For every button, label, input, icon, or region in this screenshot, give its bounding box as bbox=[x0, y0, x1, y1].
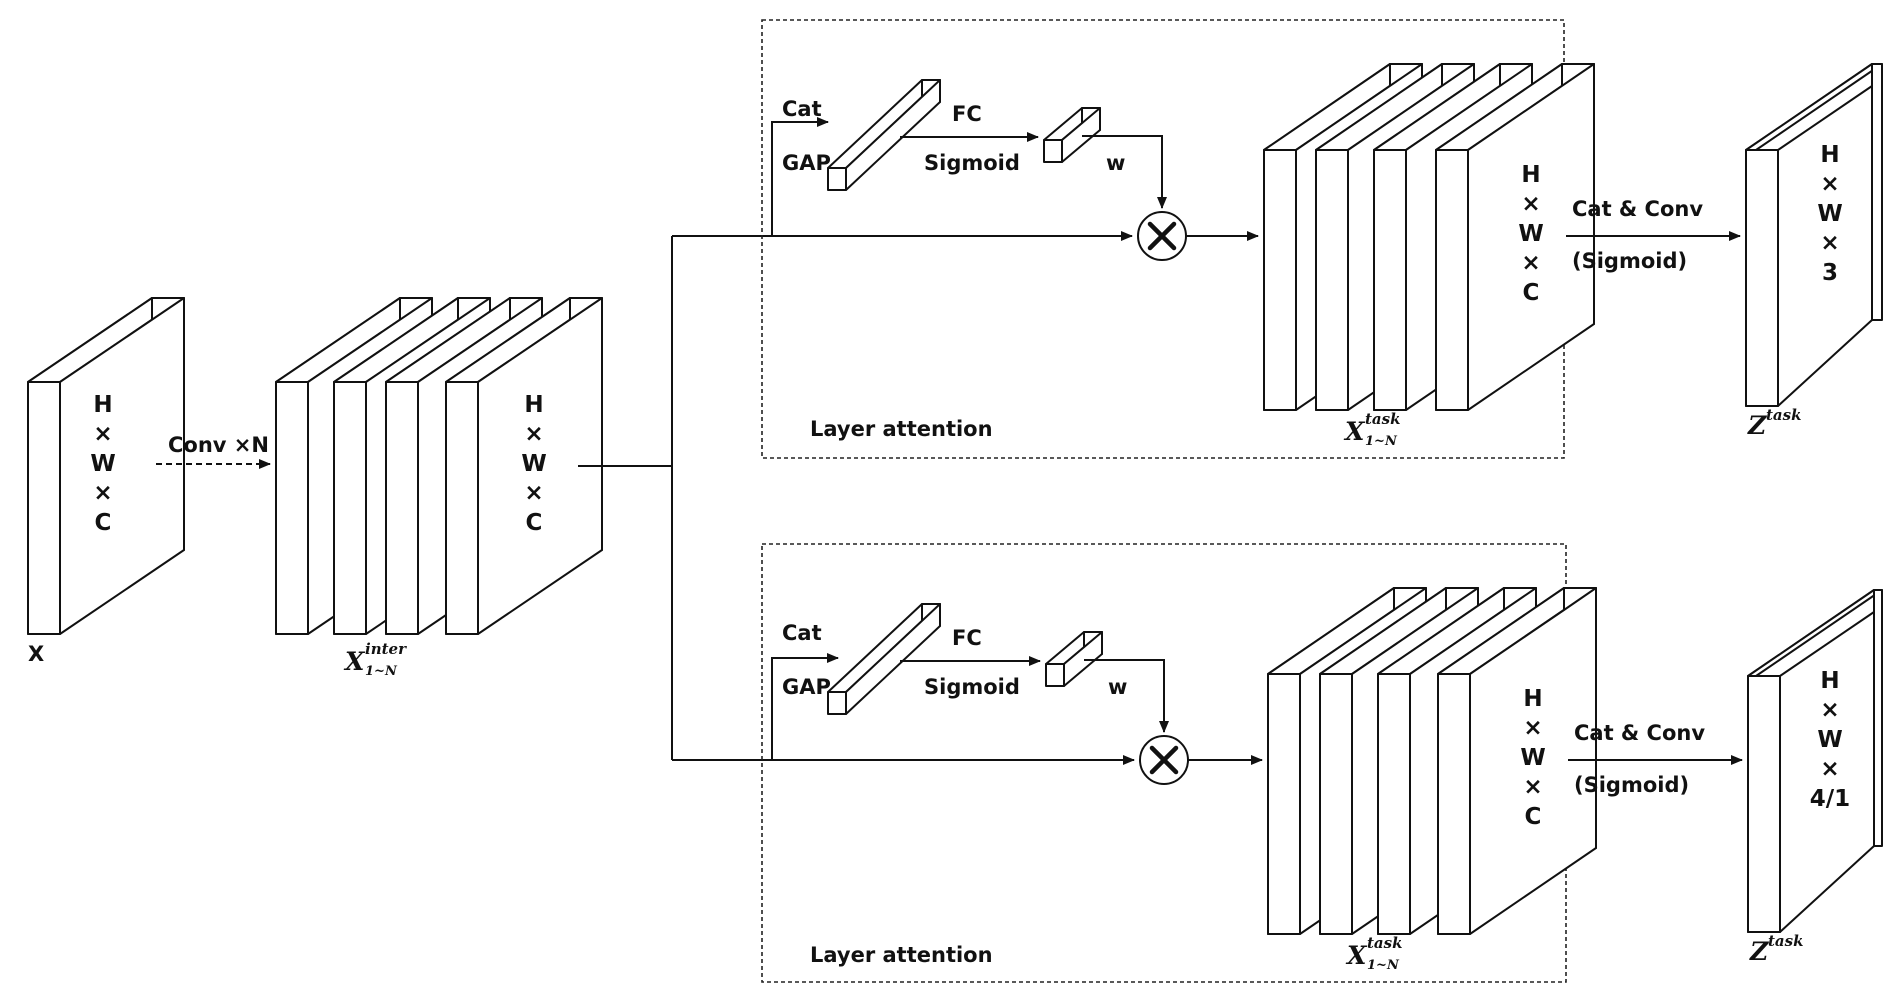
merge-arrow-top: Cat & Conv (Sigmoid) bbox=[1566, 197, 1741, 273]
cat-label-top: Cat bbox=[782, 97, 822, 121]
output-dim-bottom-4: 4/1 bbox=[1810, 786, 1850, 812]
intermediate-label-sub: 1~N bbox=[365, 664, 398, 679]
input-dim-1: × bbox=[93, 421, 112, 447]
task-dim-bottom-1: × bbox=[1523, 715, 1542, 741]
intermediate-label-sup: inter bbox=[365, 640, 407, 658]
task-dim-bottom-3: × bbox=[1523, 774, 1542, 800]
attention-branch-top: Layer attention Cat GAP FC Sigmoid w bbox=[761, 19, 1595, 459]
merge-arrow-bottom: Cat & Conv (Sigmoid) bbox=[1568, 721, 1743, 797]
gap-vector-top bbox=[827, 79, 941, 191]
task-feature-sub-bottom: 1~N bbox=[1367, 958, 1400, 973]
intermediate-stack: H × W × C X inter 1~N bbox=[275, 297, 603, 679]
task-feature-stack-bottom: H × W × C bbox=[1267, 587, 1597, 935]
intermediate-dim-3: × bbox=[524, 480, 543, 506]
output-label-top: Z task bbox=[1747, 406, 1802, 440]
output-label-bottom: Z task bbox=[1749, 932, 1804, 966]
branches-0-multiply-icon bbox=[1147, 221, 1177, 251]
task-feature-stack-top: H × W × C bbox=[1263, 63, 1595, 411]
input-dims: H × W × C bbox=[90, 392, 115, 536]
task-feature-sup-top: task bbox=[1365, 410, 1401, 428]
task-dim-top-0: H bbox=[1521, 162, 1540, 188]
task-dim-top-3: × bbox=[1521, 250, 1540, 276]
sigmoid-label-top: Sigmoid bbox=[924, 151, 1020, 175]
fc-label-bottom: FC bbox=[952, 626, 982, 650]
intermediate-dim-4: C bbox=[526, 510, 543, 536]
input-dim-0: H bbox=[93, 392, 112, 418]
output-dim-bottom-2: W bbox=[1817, 727, 1842, 753]
task-dim-bottom-0: H bbox=[1523, 686, 1542, 712]
fc-label-top: FC bbox=[952, 102, 982, 126]
input-dim-4: C bbox=[95, 510, 112, 536]
output-dim-top-3: × bbox=[1820, 230, 1839, 256]
task-dim-bottom-2: W bbox=[1520, 745, 1545, 771]
output-dim-bottom-0: H bbox=[1820, 668, 1839, 694]
split-connectors bbox=[578, 231, 1135, 765]
conv-arrow: Conv ×N bbox=[156, 433, 271, 469]
input-block: H × W × C X bbox=[27, 297, 185, 666]
multiply-node-top bbox=[1137, 211, 1187, 261]
intermediate-dim-1: × bbox=[524, 421, 543, 447]
output-dim-bottom-3: × bbox=[1820, 756, 1839, 782]
merge-sub-top: (Sigmoid) bbox=[1572, 249, 1687, 273]
merge-sub-bottom: (Sigmoid) bbox=[1574, 773, 1689, 797]
layer-attention-label-top: Layer attention bbox=[810, 417, 993, 441]
cat-label-bottom: Cat bbox=[782, 621, 822, 645]
task-feature-var-top: X bbox=[1343, 417, 1366, 446]
task-dim-top-4: C bbox=[1523, 280, 1540, 306]
intermediate-dim-0: H bbox=[524, 392, 543, 418]
attention-branch-bottom: Layer attention Cat GAP FC Sigmoid w bbox=[761, 543, 1597, 983]
intermediate-label-var: X bbox=[343, 647, 366, 676]
output-dim-bottom-1: × bbox=[1820, 697, 1839, 723]
input-label: X bbox=[28, 642, 44, 666]
intermediate-dim-2: W bbox=[521, 451, 546, 477]
task-feature-label-bottom: X task 1~N bbox=[1345, 934, 1403, 973]
task-feature-var-bottom: X bbox=[1345, 941, 1368, 970]
input-dim-3: × bbox=[93, 480, 112, 506]
layer-attention-frame-top bbox=[761, 19, 1565, 459]
task-feature-sub-top: 1~N bbox=[1365, 434, 1398, 449]
gap-label-top: GAP bbox=[782, 151, 831, 175]
merge-label-bottom: Cat & Conv bbox=[1574, 721, 1705, 745]
merge-label-top: Cat & Conv bbox=[1572, 197, 1703, 221]
w-label-bottom: w bbox=[1108, 675, 1127, 699]
output-dim-top-1: × bbox=[1820, 171, 1839, 197]
output-var-top: Z bbox=[1747, 411, 1767, 440]
task-feature-label-top: X task 1~N bbox=[1343, 410, 1401, 449]
output-dim-top-2: W bbox=[1817, 201, 1842, 227]
w-label-top: w bbox=[1106, 151, 1125, 175]
output-dim-top-4: 3 bbox=[1822, 260, 1838, 286]
output-dim-top-0: H bbox=[1820, 142, 1839, 168]
gap-label-bottom: GAP bbox=[782, 675, 831, 699]
output-var-bottom: Z bbox=[1749, 937, 1769, 966]
output-sup-top: task bbox=[1766, 406, 1802, 424]
multiply-node-bottom bbox=[1139, 735, 1189, 785]
task-dim-bottom-4: C bbox=[1525, 804, 1542, 830]
sigmoid-label-bottom: Sigmoid bbox=[924, 675, 1020, 699]
input-dim-2: W bbox=[90, 451, 115, 477]
task-dim-top-1: × bbox=[1521, 191, 1540, 217]
output-sup-bottom: task bbox=[1768, 932, 1804, 950]
branches-1-multiply-icon bbox=[1149, 745, 1179, 775]
gap-vector-bottom bbox=[827, 603, 941, 715]
output-block-bottom: H × W × 4/1 Z task bbox=[1747, 589, 1883, 966]
intermediate-dims: H × W × C bbox=[521, 392, 546, 536]
conv-label: Conv ×N bbox=[168, 433, 269, 457]
output-block-top: H × W × 3 Z task bbox=[1745, 63, 1883, 440]
intermediate-label: X inter 1~N bbox=[343, 640, 407, 679]
task-feature-sup-bottom: task bbox=[1367, 934, 1403, 952]
layer-attention-label-bottom: Layer attention bbox=[810, 943, 993, 967]
task-dim-top-2: W bbox=[1518, 221, 1543, 247]
weight-vector-top bbox=[1043, 107, 1101, 163]
weight-vector-bottom bbox=[1045, 631, 1103, 687]
